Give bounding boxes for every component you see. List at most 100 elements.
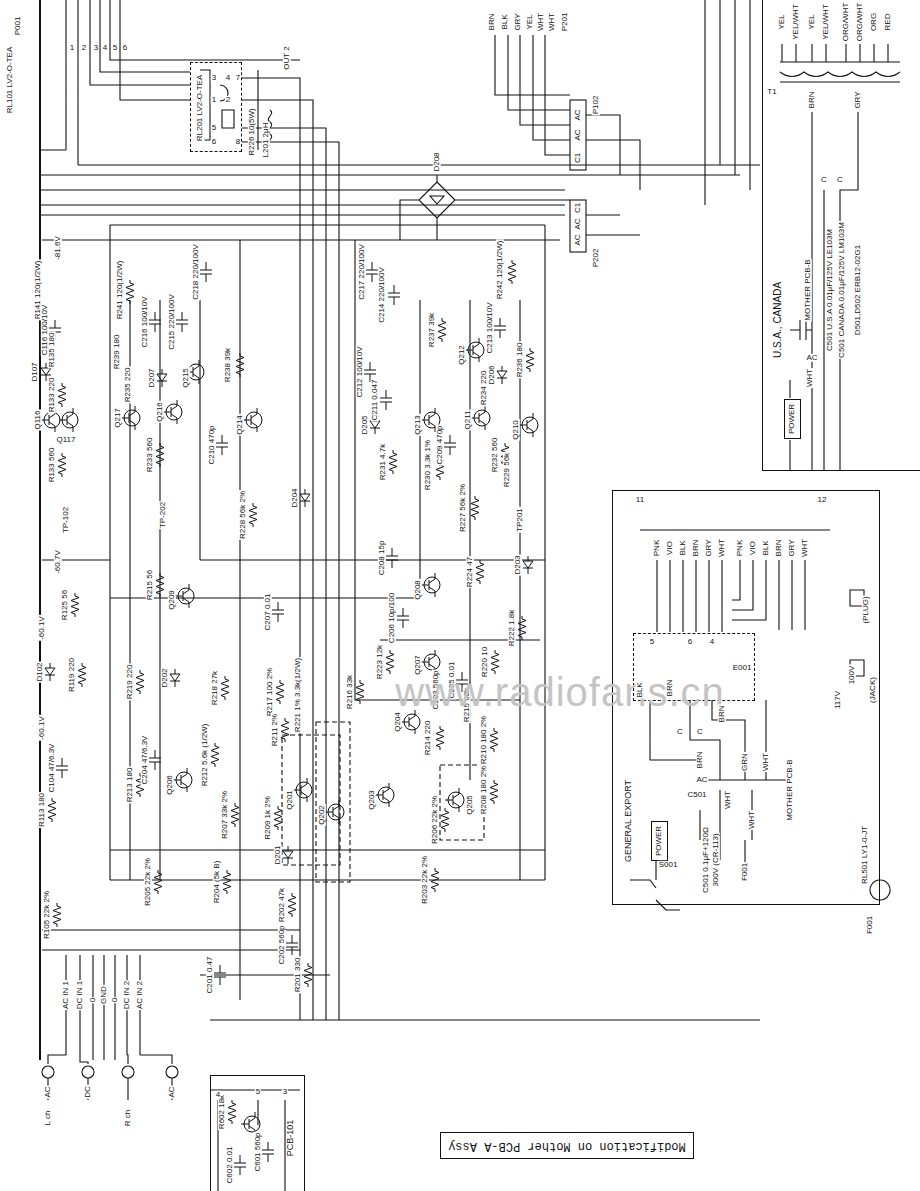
component-label: R232 560 xyxy=(491,437,499,474)
component-label: Q212 xyxy=(458,344,466,366)
component-label: C501 xyxy=(686,791,707,799)
component-label: WHT xyxy=(801,538,809,558)
component-label: 0 xyxy=(89,997,97,1003)
component-label: C501 CANADA 0.01μF/125V LM103M xyxy=(838,221,846,359)
component-label: R209 1k 2% xyxy=(264,795,272,841)
component-label: TP-102 xyxy=(62,506,70,534)
component-label: R602 18k xyxy=(218,1094,226,1130)
component-label: R214 220 xyxy=(424,720,432,757)
component-label: Q201 xyxy=(286,789,294,811)
component-label: GRY xyxy=(788,538,796,557)
component-label: BLK xyxy=(501,13,509,30)
component-label: -60.7V xyxy=(54,549,62,575)
component-label: C217 220/100V xyxy=(358,243,366,301)
component-label: C xyxy=(676,728,684,736)
component-label: D202 xyxy=(161,667,169,688)
component-label: VIO xyxy=(666,540,674,556)
component-label: TP201 xyxy=(516,507,524,533)
component-label: F001 xyxy=(741,862,749,882)
node-text: PCB-101 xyxy=(286,1119,296,1158)
component-label: PNK xyxy=(653,539,661,557)
component-label: C xyxy=(820,176,828,184)
component-label: R210 180 2% xyxy=(480,715,488,765)
component-label: 5 xyxy=(112,44,118,52)
node-text: RL201 LV2-O-TEA xyxy=(196,74,205,143)
component-label: BLK xyxy=(679,539,687,556)
component-label: R226 10(5W) xyxy=(248,107,256,157)
component-label: BRN xyxy=(808,91,816,110)
component-label: C202 560p xyxy=(278,924,286,965)
component-label: 5 xyxy=(649,638,655,646)
component-label: 7 xyxy=(235,74,241,82)
component-label: AC IN 2 xyxy=(136,980,144,1010)
node-text: Modification on Mother PCB-A Assy xyxy=(447,1139,687,1152)
component-label: AC xyxy=(44,1085,52,1098)
component-label: AC xyxy=(574,128,582,141)
component-label: C207 0.01 xyxy=(264,593,272,632)
component-label: WHT xyxy=(748,810,756,830)
component-label: D207 xyxy=(148,367,156,388)
component-label: D102 xyxy=(36,661,44,682)
component-label: R230 3.3k 1% xyxy=(424,439,432,491)
component-label: AC xyxy=(805,354,818,362)
component-label: D201 xyxy=(274,844,282,865)
component-label: Q202 xyxy=(318,804,326,826)
component-label: RL501 LY1-0-JT xyxy=(861,825,869,885)
component-label: BRN xyxy=(666,679,674,698)
component-label: GRY xyxy=(705,538,713,557)
component-label: R211 2% xyxy=(271,713,279,747)
component-label: R203 22k 2% xyxy=(421,855,429,905)
component-label: MOTHER PCB-B xyxy=(786,758,794,821)
component-label: 2 xyxy=(225,96,231,104)
component-label: AC IN 1 xyxy=(62,980,70,1010)
component-label: GND xyxy=(100,985,108,1005)
component-label: C204 47/6.3V xyxy=(141,735,149,786)
component-label: BRN xyxy=(718,705,726,724)
component-label: C218 220/100V xyxy=(192,243,200,301)
component-label: S001 xyxy=(658,861,679,869)
component-label: R215 56 xyxy=(146,569,154,601)
component-label: Q214 xyxy=(236,414,244,436)
component-label: GRN xyxy=(741,752,749,772)
component-label: 11 xyxy=(635,496,645,504)
component-label: R119 220 xyxy=(68,657,76,693)
component-label: 4 xyxy=(215,1091,221,1099)
component-label: R208 180 2% xyxy=(480,765,488,815)
component-label: R219 220 xyxy=(126,664,134,701)
component-label: P202 xyxy=(592,248,600,269)
component-label: BLK xyxy=(636,681,644,698)
component-label: Q116 xyxy=(34,410,42,431)
component-label: C501 U.S.A 0.01μF/125V LE103M xyxy=(826,228,834,352)
component-label: DC IN 1 xyxy=(76,980,84,1010)
component-label: MOTHER PCB-B xyxy=(804,258,812,321)
component-label: C1 xyxy=(574,202,582,214)
component-label: Q216 xyxy=(156,401,164,423)
component-label: C xyxy=(696,728,704,736)
component-label: C208 15p xyxy=(378,540,386,577)
component-label: R236 180 xyxy=(516,342,524,379)
component-label: R235 220 xyxy=(124,367,132,404)
node-text: POWER xyxy=(655,825,664,857)
component-label: AC xyxy=(574,108,582,121)
component-label: D203 xyxy=(514,554,522,575)
component-label: R133 560 xyxy=(48,447,56,484)
component-label: D501,D502 ERB12-02G1 xyxy=(854,244,862,336)
component-label: 100V xyxy=(848,665,856,686)
component-label: RL101 LV2-O-TEA xyxy=(6,46,14,115)
component-label: TP-202 xyxy=(159,501,167,529)
component-label: F001 xyxy=(866,915,874,935)
component-label: R239 180 xyxy=(113,334,121,371)
component-label: AC xyxy=(695,776,708,784)
component-label: C602 0.01 xyxy=(226,1146,234,1185)
component-label: C214 220/100V xyxy=(378,266,386,324)
component-label: R135 180 xyxy=(48,332,56,369)
component-label: R217 100 2% xyxy=(266,667,274,717)
component-label: D205 xyxy=(361,414,369,435)
component-label: (JACK) xyxy=(869,676,877,704)
node-text: U.S.A., CANADA xyxy=(772,281,783,359)
component-label: WHT xyxy=(724,790,732,810)
component-label: L201 2μH xyxy=(262,122,270,159)
component-label: P201 xyxy=(561,12,569,33)
node-text: POWER xyxy=(788,403,797,435)
component-label: 3 xyxy=(282,1088,288,1096)
